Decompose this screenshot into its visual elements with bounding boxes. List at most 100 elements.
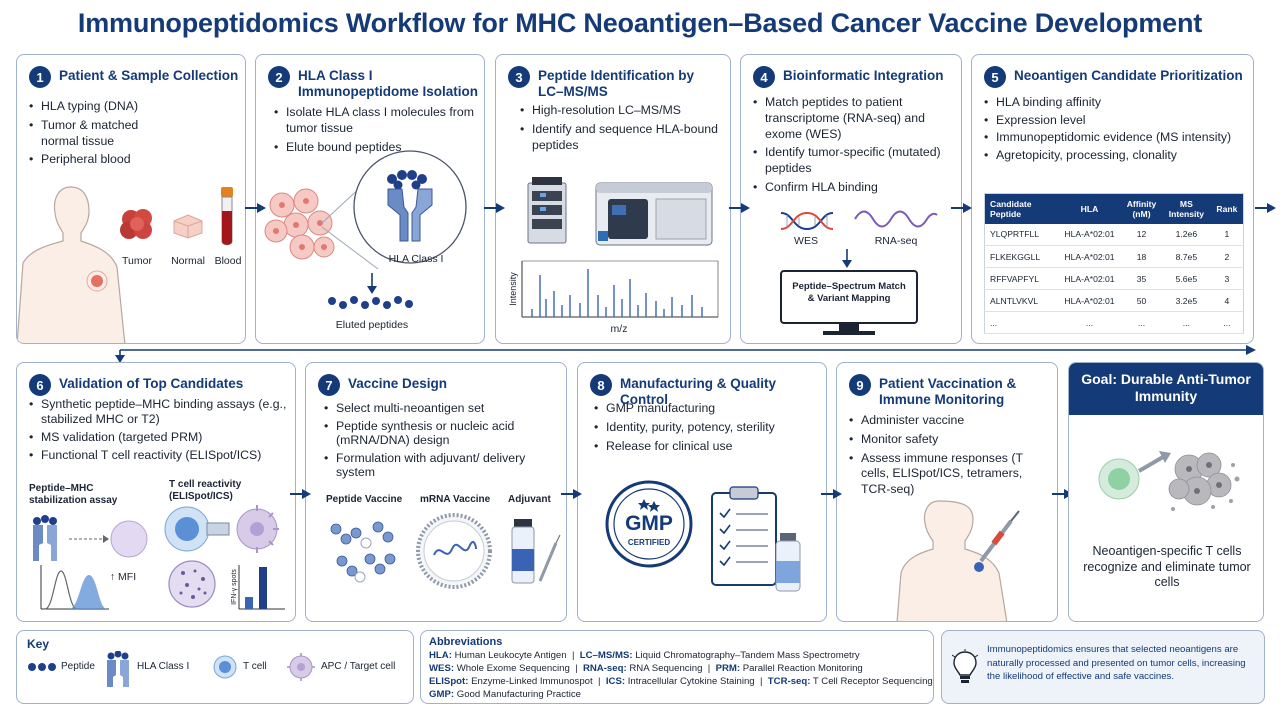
rna-seq-label: RNA-seq (874, 235, 918, 247)
hla-peptide-binding-icon (33, 515, 148, 561)
key-apc-label: APC / Target cell (321, 661, 396, 672)
mass-spectrum-chart (521, 260, 719, 318)
step-title: Patient Vaccination & Immune Monitoring (879, 376, 1017, 407)
step-1-panel: 1 Patient & Sample Collection HLA typing … (16, 54, 246, 344)
step-title: Validation of Top Candidates (59, 376, 244, 391)
tumor-tissue-icon (120, 209, 152, 239)
gmp-seal-icon (605, 480, 693, 568)
flow-arrow-7-8 (561, 489, 582, 499)
table-row: ............... (984, 311, 1244, 334)
elispot-well-icon (168, 560, 216, 608)
step-title: Bioinformatic Integration (783, 68, 944, 83)
flow-arrow-6-7 (290, 489, 311, 499)
step-9-panel: 9 Patient Vaccination & Immune Monitoring… (836, 362, 1058, 622)
t-cell-key-icon (213, 655, 237, 679)
t-cell-killing-icon (1098, 451, 1240, 511)
goal-panel: Goal: Durable Anti-Tumor Immunity Neoant… (1068, 362, 1264, 622)
step-number: 3 (508, 66, 530, 88)
ifn-bar-chart (238, 565, 285, 610)
step-number: 4 (753, 66, 775, 88)
key-hla-label: HLA Class I (137, 661, 190, 672)
goal-title: Goal: Durable Anti-Tumor Immunity (1069, 363, 1263, 415)
computer-monitor-icon (780, 270, 918, 335)
mfi-label: ↑ MFI (109, 571, 137, 583)
row-connector (115, 345, 1256, 363)
legend-key: Key Peptide HLA Class I T cell APC / Tar… (16, 630, 414, 704)
step-bullets: Match peptides to patient transcriptome … (753, 95, 953, 199)
eluted-peptides-label: Eluted peptides (335, 319, 409, 331)
table-header: Candidate Peptide (984, 193, 1058, 224)
gmp-certified-text: CERTIFIED (627, 538, 671, 547)
flow-arrow-2-3 (484, 203, 505, 213)
abbreviation-line: ELISpot: Enzyme-Linked Immunospot | ICS:… (429, 676, 933, 687)
step-bullets: GMP manufacturing Identity, purity, pote… (594, 401, 822, 457)
step-number: 1 (29, 66, 51, 88)
step-bullets: HLA typing (DNA) Tumor & matched normal … (29, 99, 169, 171)
flow-arrow-3-4 (729, 203, 750, 213)
normal-tissue-icon (173, 214, 203, 239)
step-bullets: Synthetic peptide–MHC binding assays (e.… (29, 397, 291, 466)
step-title: Patient & Sample Collection (59, 68, 239, 83)
abbreviation-line: HLA: Human Leukocyte Antigen | LC–MS/MS:… (429, 650, 860, 661)
dna-icon (780, 211, 834, 231)
abbreviations-title: Abbreviations (429, 636, 503, 648)
table-header: Affinity (nM) (1121, 193, 1162, 224)
abbreviation-line: GMP: Good Manufacturing Practice (429, 689, 581, 700)
abbreviation-line: WES: Whole Exome Sequencing | RNA-seq: R… (429, 663, 863, 674)
flow-arrow-5-out (1255, 203, 1276, 213)
ifn-spots-label: IFN-γ spots (231, 569, 238, 605)
eluted-peptides-icon (328, 296, 413, 309)
step-number: 7 (318, 374, 340, 396)
step-title: Peptide Identification by LC–MS/MS (538, 68, 695, 99)
step-2-panel: 2 HLA Class I Immunopeptidome Isolation I… (255, 54, 485, 344)
flow-arrow-1-2 (245, 203, 266, 213)
step-bullets: HLA binding affinity Expression level Im… (984, 95, 1246, 165)
normal-label: Normal (171, 255, 205, 267)
step-title: Neoantigen Candidate Prioritization (1014, 68, 1243, 83)
note-box: Immunopeptidomics ensures that selected … (941, 630, 1265, 704)
flow-arrow-8-9 (821, 489, 842, 499)
rna-icon (854, 210, 938, 228)
down-arrow (842, 249, 852, 268)
table-header: Rank (1210, 193, 1244, 224)
tumor-cells-icon (264, 188, 335, 260)
hla-key-icon (107, 651, 129, 687)
key-peptide-label: Peptide (61, 661, 95, 672)
table-header: MS Intensity (1161, 193, 1211, 224)
goal-description: Neoantigen-specific T cells recognize an… (1083, 544, 1251, 589)
patient-torso-icon (17, 186, 126, 343)
adjuvant-vial-icon (511, 519, 561, 584)
hla-molecule-icon (353, 150, 467, 264)
mrna-lnp-icon (416, 513, 492, 589)
t-cell-apc-interaction-icon (164, 505, 279, 553)
flow-histogram-icon (40, 565, 109, 610)
step-bullets: Select multi-neoantigen set Peptide synt… (324, 401, 560, 483)
gmp-seal-text: GMP (625, 512, 673, 535)
product-vial-icon (775, 533, 801, 592)
step-4-panel: 4 Bioinformatic Integration Match peptide… (740, 54, 962, 344)
table-header: HLA (1057, 193, 1122, 224)
step-bullets: Isolate HLA class I molecules from tumor… (274, 105, 479, 158)
mrna-vaccine-label: mRNA Vaccine (420, 494, 491, 505)
blood-label: Blood (214, 255, 242, 267)
note-text: Immunopeptidomics ensures that selected … (987, 644, 1246, 682)
step-number: 9 (849, 374, 871, 396)
step-title: HLA Class I Immunopeptidome Isolation (298, 68, 479, 99)
intensity-axis-label: Intensity (508, 272, 518, 306)
key-t-cell-label: T cell (243, 661, 267, 672)
hla-class-i-label: HLA Class I (388, 253, 444, 265)
peptide-vaccine-label: Peptide Vaccine (326, 494, 403, 505)
peptide-vaccine-icon (330, 521, 396, 583)
step-number: 2 (268, 66, 290, 88)
qc-checklist-icon (711, 486, 777, 586)
psm-label: Peptide–Spectrum Match & Variant Mapping (792, 281, 906, 304)
